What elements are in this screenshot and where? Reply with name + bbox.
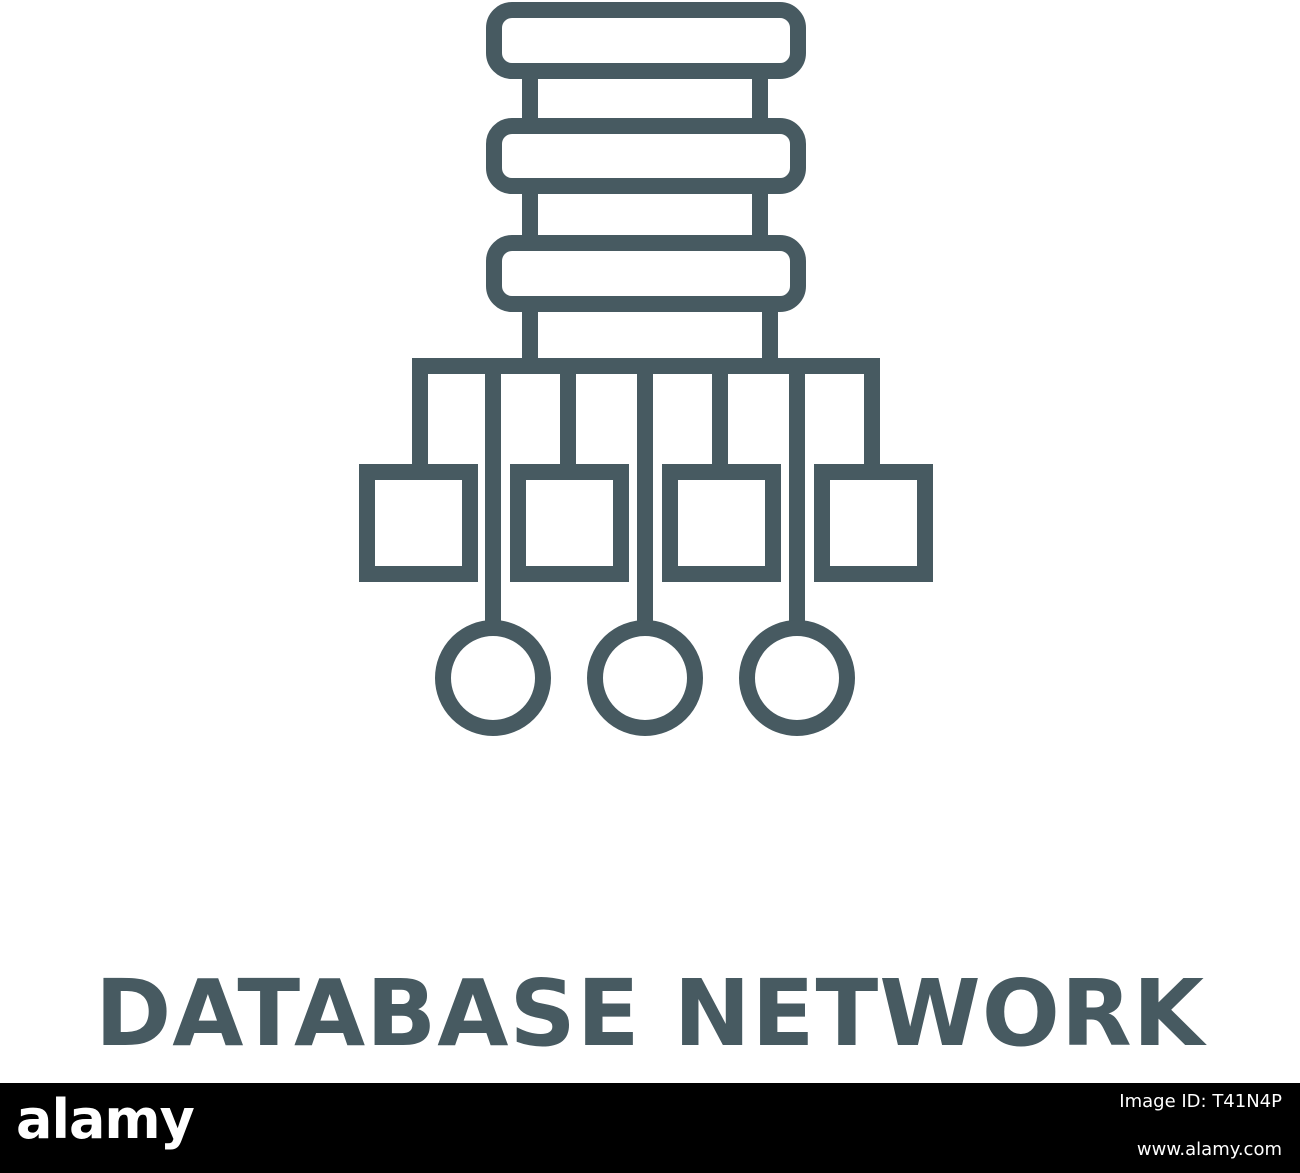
database-link-1 [522,63,768,134]
network-node-box-2 [510,464,629,582]
database-disk-top [486,2,806,79]
caption-title: DATABASE NETWORK [94,960,1206,1067]
network-node-circle-1 [435,620,551,736]
network-node-box-4 [814,464,933,582]
image-id-label: Image ID: T41N4P [1119,1091,1282,1112]
network-bus-left [412,358,480,472]
network-node-box-1 [359,464,478,582]
network-node-circle-3 [739,620,855,736]
database-disk-middle [486,118,806,194]
network-node-circle-2 [587,620,703,736]
database-network-icon [359,2,933,736]
network-node-box-3 [662,464,781,582]
database-link-2 [522,178,768,251]
brand-logo: alamy [16,1088,195,1151]
watermark-footer: alamy Image ID: T41N4P www.alamy.com [0,1083,1300,1173]
database-disk-bottom [486,235,806,312]
site-url: www.alamy.com [1136,1139,1282,1160]
network-bus-right [820,358,880,472]
